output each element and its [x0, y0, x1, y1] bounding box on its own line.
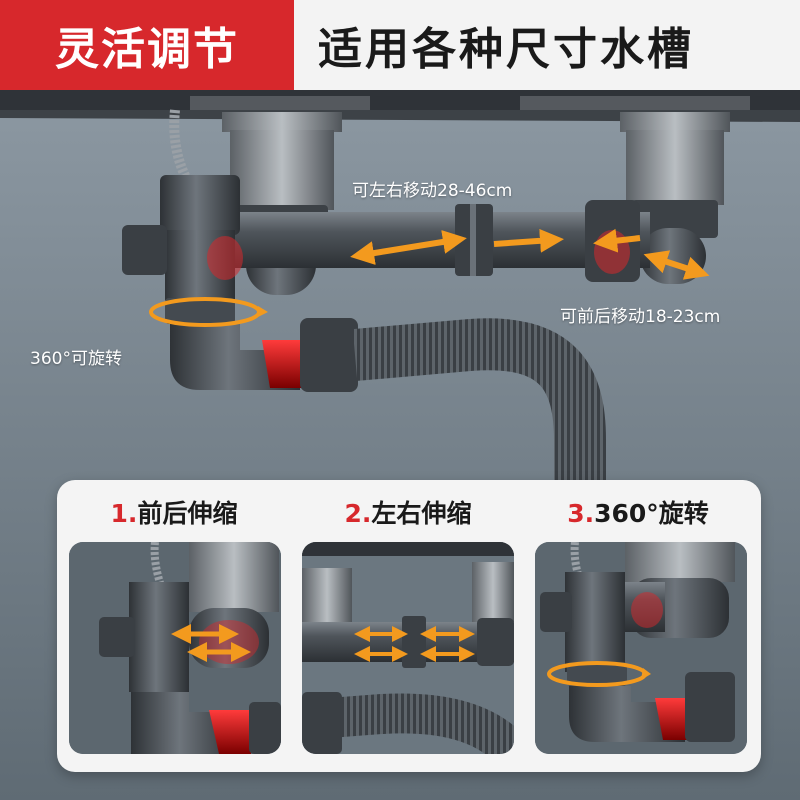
- page-title: 适用各种尺寸水槽: [318, 24, 694, 75]
- title-badge: 灵活调节: [0, 0, 294, 90]
- front-back-annotation: 可前后移动18-23cm: [560, 307, 721, 327]
- front-back-thumbnail: [69, 542, 281, 754]
- header-bar: 灵活调节 适用各种尺寸水槽: [0, 0, 800, 90]
- feature-panel: 1.前后伸缩 2.左右伸缩 3.360°旋转: [57, 480, 761, 772]
- rotate-annotation: 360°可旋转: [30, 349, 122, 369]
- step-1-caption: 1.前后伸缩: [110, 499, 238, 528]
- step-3-caption: 3.360°旋转: [567, 499, 709, 528]
- step-2-caption: 2.左右伸缩: [344, 499, 472, 528]
- left-right-thumbnail: [302, 542, 514, 754]
- left-right-annotation: 可左右移动28-46cm: [352, 181, 513, 201]
- rotation-thumbnail: [535, 542, 747, 754]
